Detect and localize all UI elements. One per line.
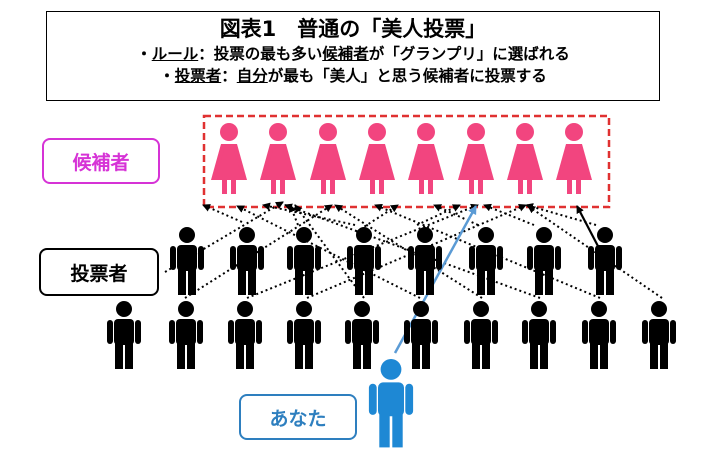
candidate-icon [556,123,592,194]
vote-arrow [576,205,601,251]
voter-icon [469,227,503,295]
candidate-icon [260,123,296,194]
voter-rule-text: が最も「美人」と思う候補者に投票する [267,67,547,85]
vote-arrow [525,203,597,226]
candidate-icon [310,123,346,194]
vote-arrow [246,203,479,299]
voter-icon [345,301,379,369]
candidate-icon [408,123,444,194]
vote-arrow [262,202,356,226]
vote-arrow [433,204,479,226]
voter-icon [527,227,561,295]
voter-icon [169,301,203,369]
you-icon [368,359,414,448]
voter-icon [464,301,498,369]
candidate-icon [458,123,494,194]
voter-icon [107,301,141,369]
voter-icon [522,301,556,369]
voter-rule-line: ・投票者：自分が最も「美人」と思う候補者に投票する [159,67,547,85]
self-term: 自分 [236,67,268,85]
vote-arrow [355,204,399,233]
figure-title: 図表1 普通の「美人投票」 [219,17,487,41]
rule-text: が「グランプリ」に選ばれる [368,45,570,63]
voter-icon [582,301,616,369]
voter-icon [642,301,676,369]
voter-icon [170,227,204,295]
voter-term: 投票者 [174,67,222,85]
candidate-icon [211,123,247,194]
voter-icon [230,227,264,295]
you-label: あなた [239,394,357,440]
voter-icon [287,301,321,369]
rule-line: ・ルール：投票の最も多い候補者が「グランプリ」に選ばれる [136,45,570,63]
vote-arrow [288,204,299,226]
candidates-label: 候補者 [42,138,160,184]
rule-candidate-term: 候補者 [322,45,369,63]
title-box: 図表1 普通の「美人投票」 ・ルール：投票の最も多い候補者が「グランプリ」に選ば… [46,11,660,101]
vote-arrow [294,204,365,299]
candidate-icon [359,123,395,194]
voter-icon [404,301,438,369]
candidate-group-box [202,114,611,209]
voter-icon [408,227,442,295]
rule-sep: ：投票の最も多い [198,45,323,63]
voter-icon [588,227,622,295]
vote-arrow [202,204,243,223]
rule-term: ルール [151,45,199,63]
voter-icon [347,227,381,295]
vote-arrow [236,205,421,299]
voter-icon [228,301,262,369]
people [107,123,676,448]
voter-sep: ： [221,67,237,85]
voter-icon [287,227,321,295]
voters-label: 投票者 [39,248,159,296]
candidate-icon [507,123,543,194]
vote-arrow [483,203,535,226]
